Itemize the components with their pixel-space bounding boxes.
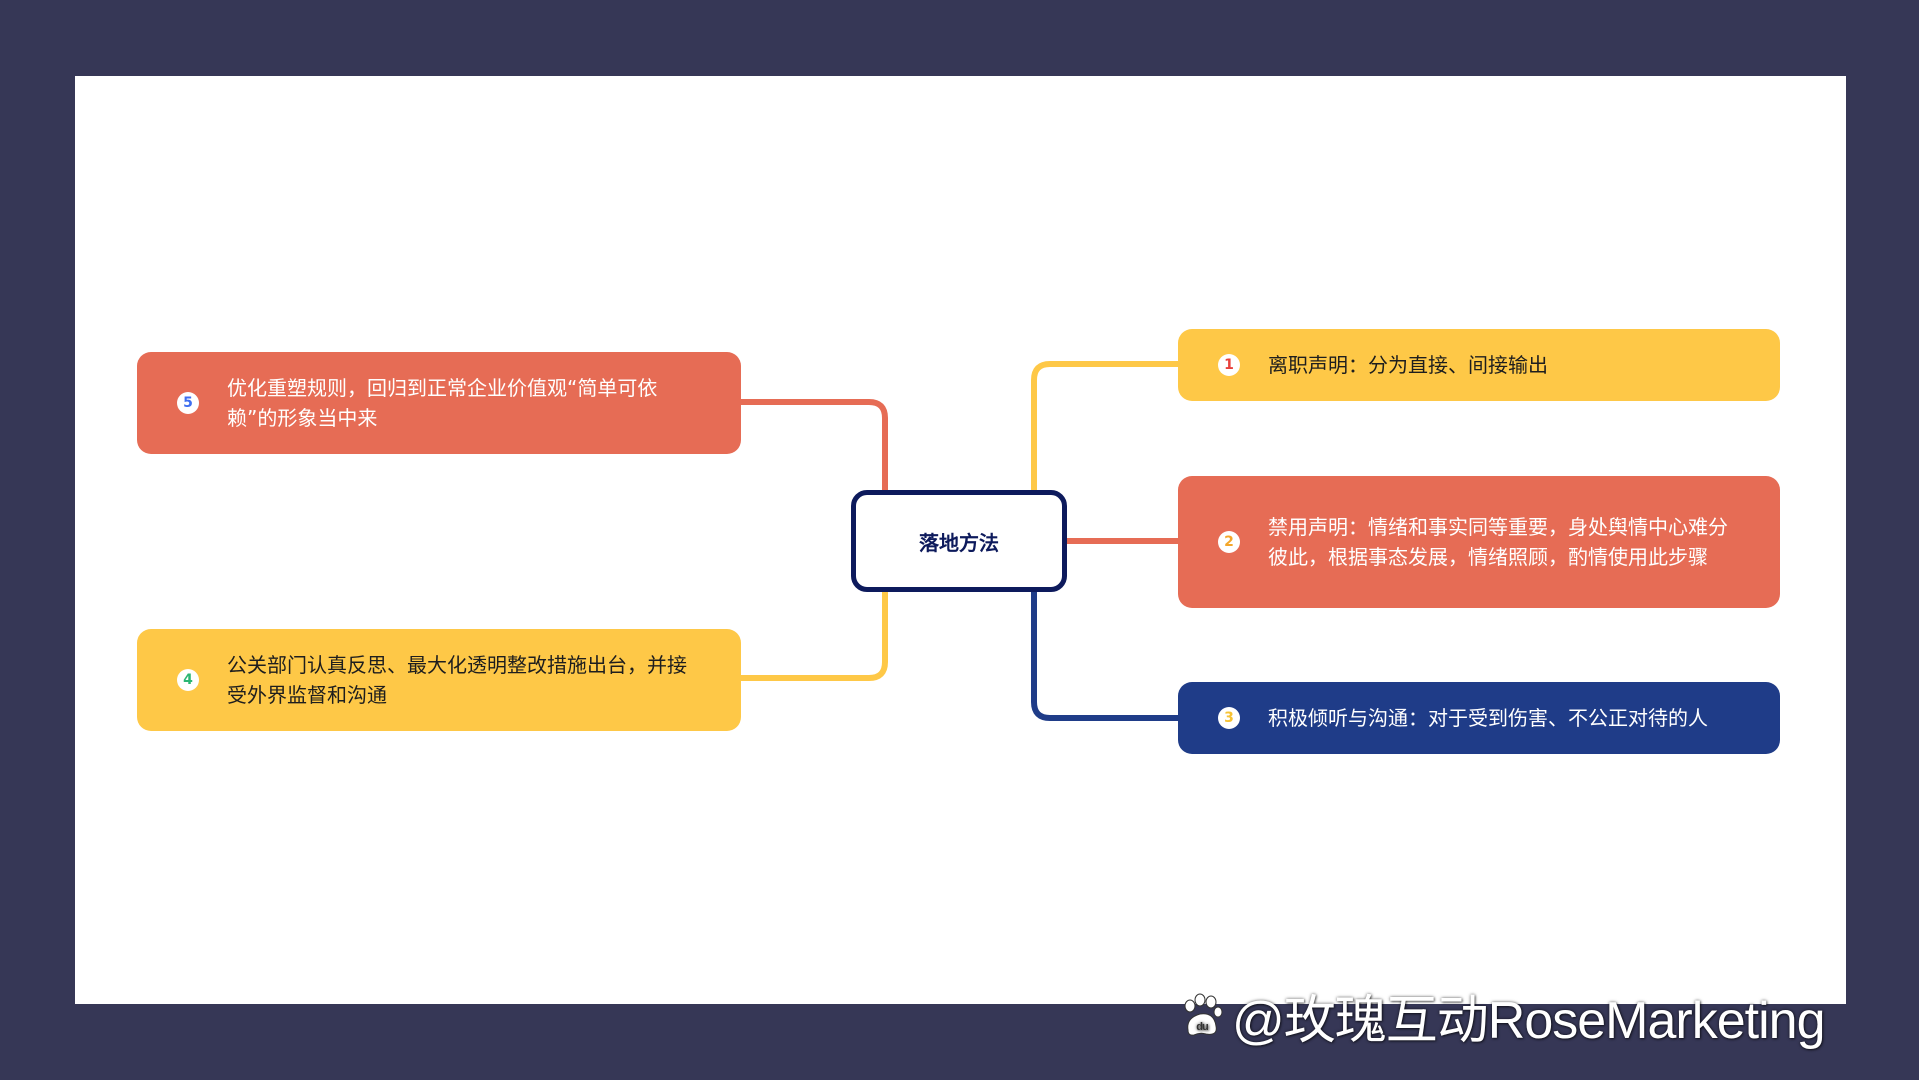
topic-node-1[interactable]: 1 离职声明：分为直接、间接输出 — [1178, 329, 1780, 401]
topic-node-4[interactable]: 4 公关部门认真反思、最大化透明整改措施出台，并接受外界监督和沟通 — [137, 629, 741, 731]
central-topic[interactable]: 落地方法 — [851, 490, 1067, 592]
number-badge-5: 5 — [177, 392, 199, 414]
number-badge-1: 1 — [1218, 354, 1240, 376]
topic-node-3[interactable]: 3 积极倾听与沟通：对于受到伤害、不公正对待的人 — [1178, 682, 1780, 754]
topic-node-5[interactable]: 5 优化重塑规则，回归到正常企业价值观“简单可依赖”的形象当中来 — [137, 352, 741, 454]
watermark: du @玫瑰互动RoseMarketing — [1178, 978, 1825, 1053]
topic-node-5-text: 优化重塑规则，回归到正常企业价值观“简单可依赖”的形象当中来 — [227, 376, 658, 430]
number-badge-3: 3 — [1218, 707, 1240, 729]
topic-node-4-text: 公关部门认真反思、最大化透明整改措施出台，并接受外界监督和沟通 — [227, 653, 687, 707]
topic-node-2-text: 禁用声明：情绪和事实同等重要，身处舆情中心难分彼此，根据事态发展，情绪照顾，酌情… — [1268, 515, 1728, 569]
topic-node-1-text: 离职声明：分为直接、间接输出 — [1268, 353, 1548, 377]
number-badge-2: 2 — [1218, 531, 1240, 553]
number-badge-4: 4 — [177, 669, 199, 691]
svg-text:du: du — [1196, 1021, 1208, 1033]
watermark-text: @玫瑰互动RoseMarketing — [1232, 992, 1825, 1050]
topic-node-3-text: 积极倾听与沟通：对于受到伤害、不公正对待的人 — [1268, 706, 1708, 730]
topic-node-2[interactable]: 2 禁用声明：情绪和事实同等重要，身处舆情中心难分彼此，根据事态发展，情绪照顾，… — [1178, 476, 1780, 608]
baidu-paw-icon: du — [1184, 993, 1223, 1036]
